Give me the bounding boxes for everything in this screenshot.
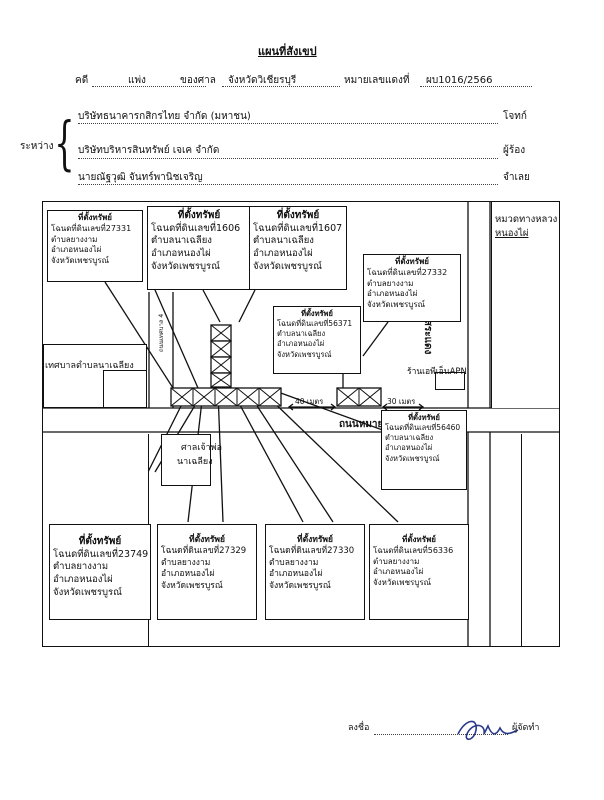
court-name-line: [222, 86, 340, 87]
role-plaintiff: โจทก์: [503, 111, 527, 122]
court-name: จังหวัดวิเชียรบุรี: [228, 75, 297, 86]
signature-line: [374, 734, 508, 735]
red-number-label: หมายเลขแดงที่: [344, 75, 410, 86]
shrine-label-2: นาเฉลียง: [177, 457, 213, 467]
court-label: ของศาล: [180, 75, 216, 86]
case-type-line: [92, 86, 206, 87]
between-label: ระหว่าง: [20, 141, 54, 152]
side-road-label: ถนนเทศบาล 4: [158, 313, 165, 352]
distance-40-label: 40 เมตร: [295, 397, 324, 406]
page-title: แผนที่สังเขป: [258, 45, 317, 58]
party-line: [78, 184, 498, 185]
shop-building: [435, 372, 465, 390]
red-number-line: [420, 86, 532, 87]
party-plaintiff: บริษัทธนาคารกสิกรไทย จำกัด (มหาชน): [78, 111, 251, 122]
party-line: [78, 158, 498, 159]
shop-label: ร้านเอพีเอ็นAPN: [407, 367, 467, 377]
map-lines: [43, 202, 559, 646]
highway-label-1: หมวดทางหลวง: [495, 214, 558, 225]
signature-icon: [457, 720, 519, 741]
highway-label-2: หนองไผ่: [495, 228, 529, 239]
shrine-building: [161, 434, 211, 486]
party-line: [78, 123, 498, 124]
municipality-building: [103, 370, 147, 408]
role-defendant: จำเลย: [503, 172, 530, 183]
shrine-label-1: ศาลเจ้าพ่อ: [181, 443, 223, 453]
sign-label: ลงชื่อ: [348, 723, 370, 733]
lower-right-block: [521, 434, 559, 646]
municipality-label: เทศบาลตำบลนาเฉลียง: [45, 361, 134, 371]
maker-label: ผู้จัดทำ: [512, 723, 540, 733]
case-label: คดี: [75, 75, 89, 86]
party-petitioner: บริษัทบริหารสินทรัพย์ เจเค จำกัด: [78, 145, 220, 156]
case-type: แพ่ง: [128, 75, 146, 86]
distance-30-label: 30 เมตร: [387, 397, 416, 406]
red-number: ผบ1016/2566: [426, 75, 493, 86]
party-defendant: นายณัฐวุฒิ จันทร์พานิชเจริญ: [78, 172, 203, 183]
highway-block: [491, 202, 559, 408]
role-petitioner: ผู้ร้อง: [503, 145, 526, 156]
brace-icon: {: [54, 109, 75, 177]
sketch-map: เทศบาลตำบลนาเฉลียง ศาลเจ้าพ่อ นาเฉลียง ร…: [42, 201, 560, 647]
